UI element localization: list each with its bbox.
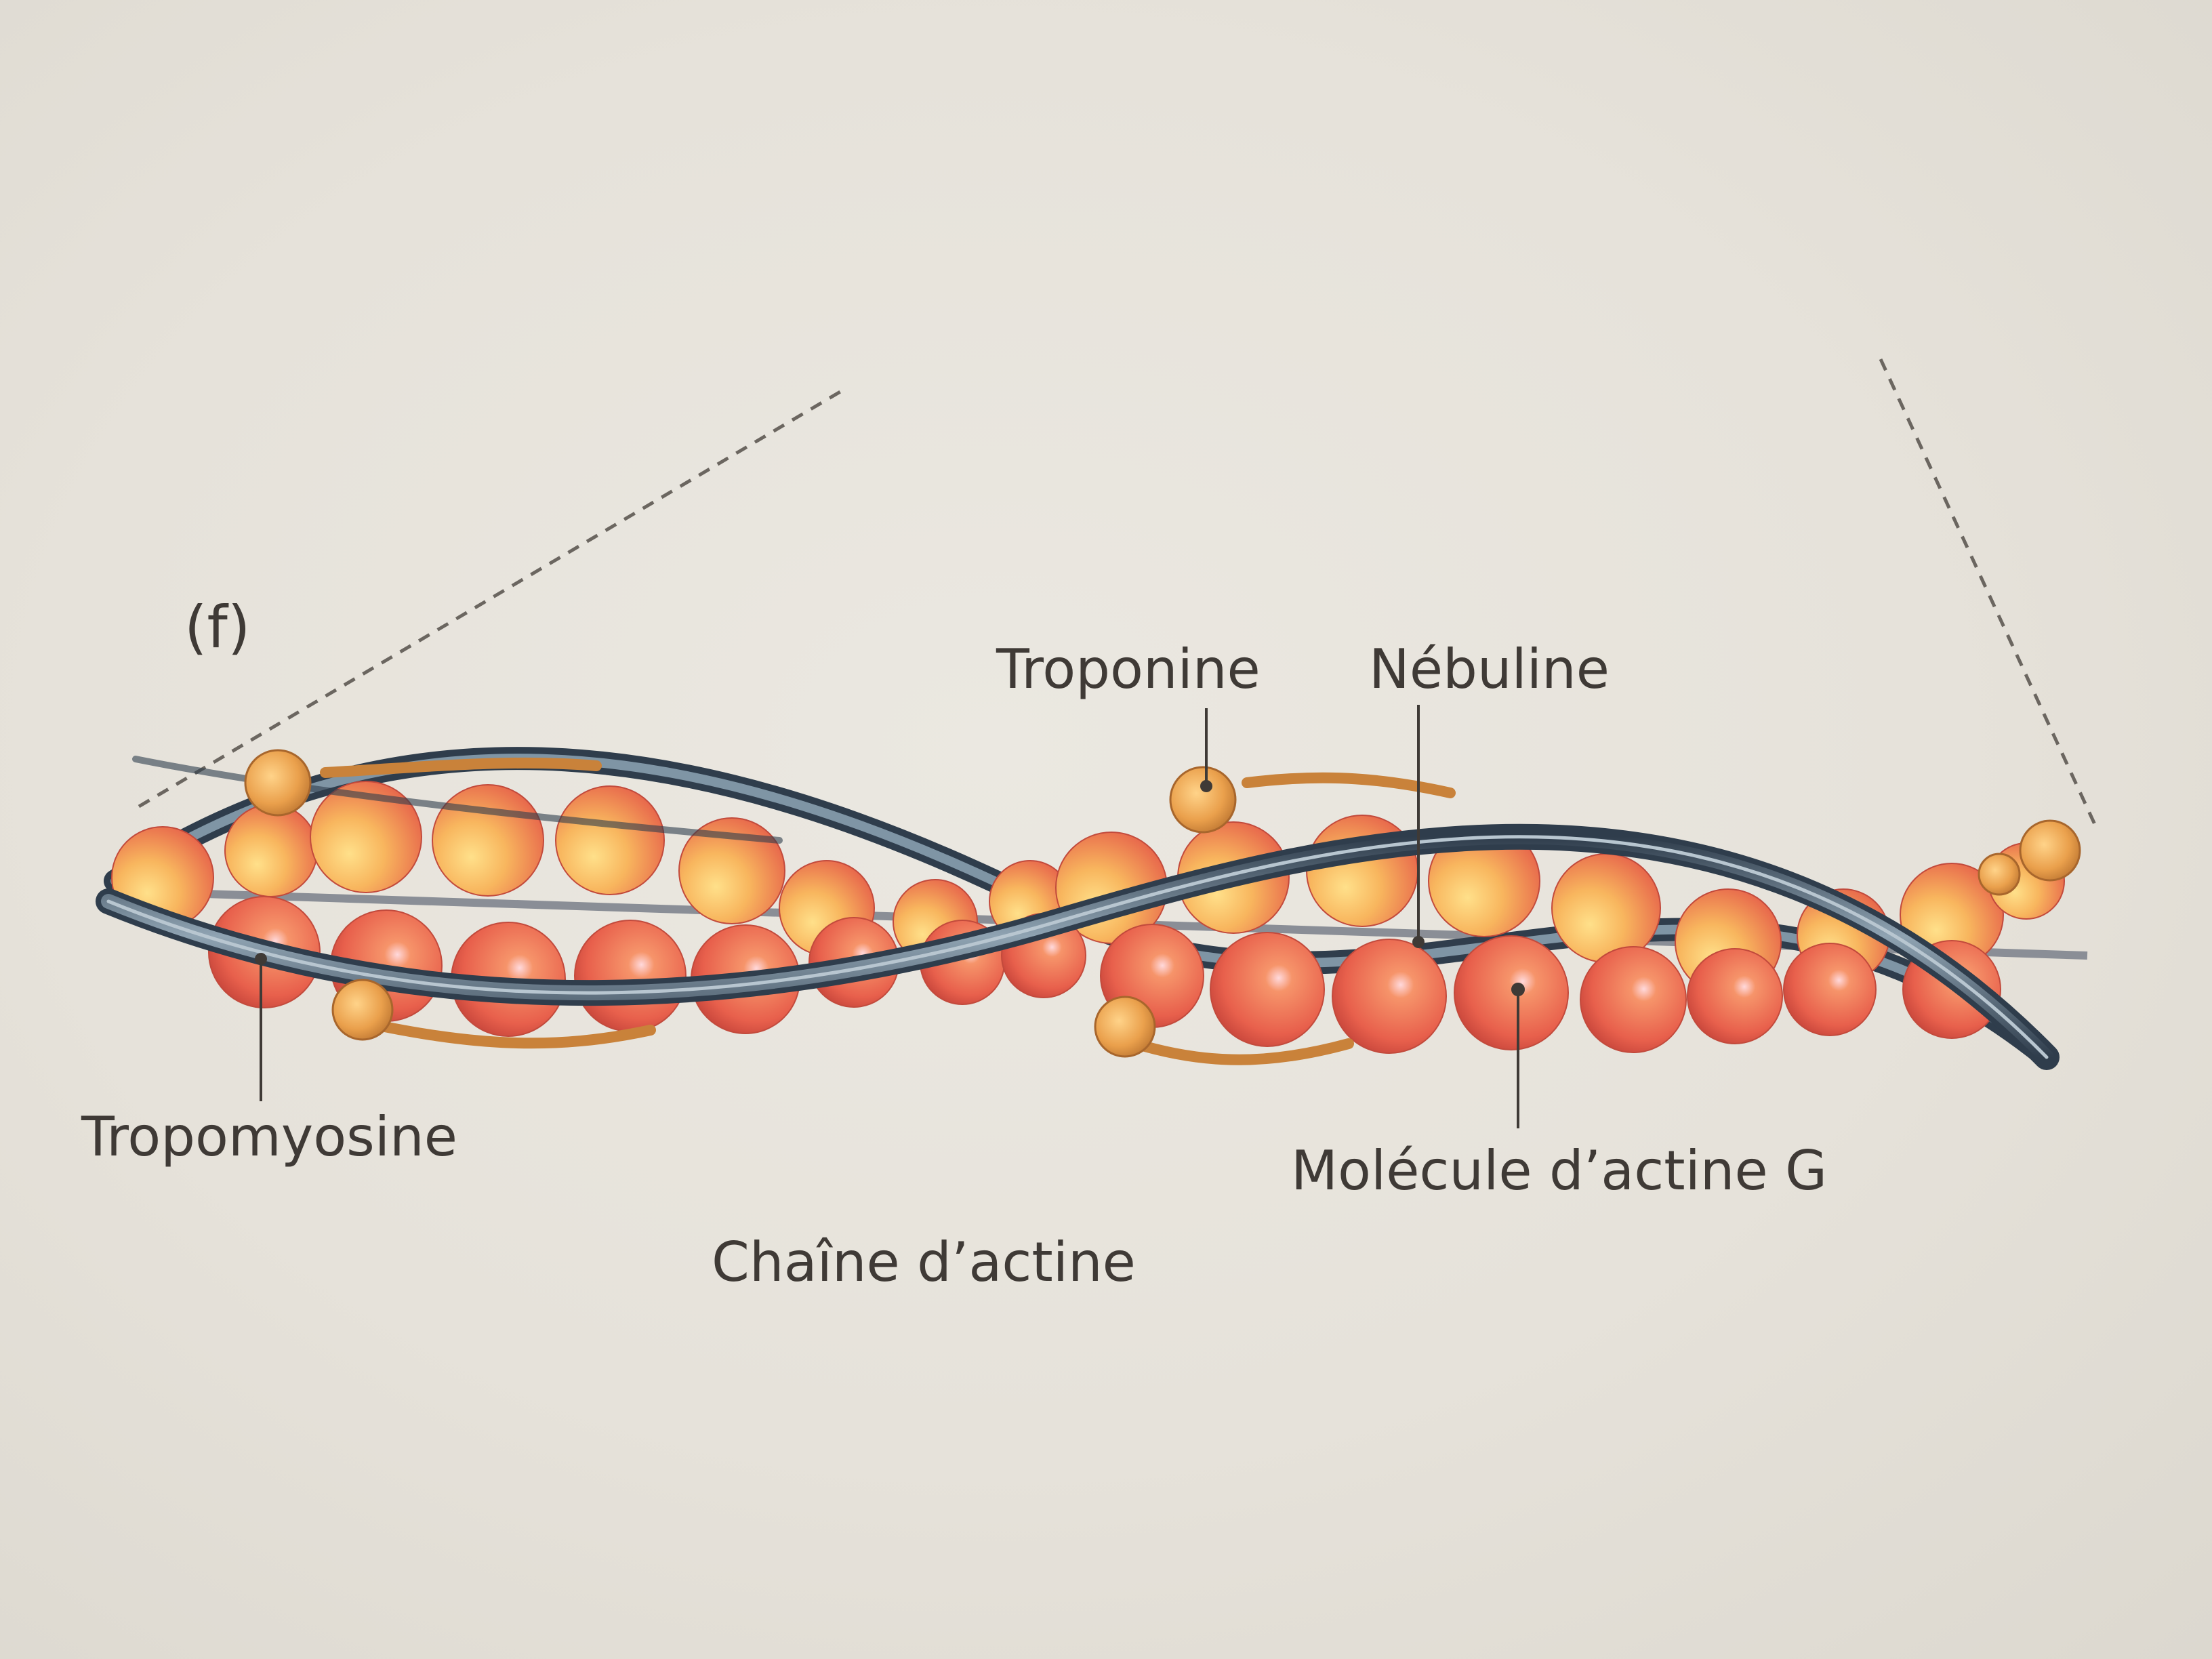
- tropomyosine-leader-dot: [255, 953, 267, 965]
- label-nebuline: Nébuline: [1369, 638, 1610, 701]
- troponin-3: [1169, 766, 1237, 834]
- tropomyosin-front: [96, 756, 2060, 1070]
- actin-g-sphere-upper-14: [1551, 853, 1661, 963]
- label-chaine-actine: Chaîne d’actine: [712, 1231, 1136, 1294]
- troponin-1: [244, 749, 312, 817]
- actin-g-sphere-lower-11: [1332, 939, 1447, 1054]
- panel-letter: (f): [184, 594, 250, 661]
- actin-g-sphere-lower-13: [1580, 946, 1687, 1053]
- troponin-complexes: [244, 749, 2081, 1058]
- actin-g-sphere-upper-3: [310, 781, 422, 893]
- actin-g-sphere-upper-5: [555, 785, 665, 895]
- label-troponine: Troponine: [996, 638, 1261, 701]
- zoom-guide-lines: [138, 358, 2100, 832]
- actin-g-sphere-lower-10: [1210, 932, 1325, 1047]
- actin-g-sphere-lower-15: [1783, 943, 1877, 1036]
- troponin-5: [2019, 819, 2081, 882]
- labels: (f) Troponine Nébuline Tropomyosine Molé…: [81, 594, 1827, 1294]
- actin-g-sphere-lower-4: [574, 920, 687, 1032]
- zoom-line-right: [1879, 358, 2100, 832]
- actine-g-leader-dot: [1511, 983, 1525, 996]
- actin-g-sphere-upper-4: [432, 784, 544, 897]
- troponin-2: [331, 979, 394, 1041]
- leader-lines: [255, 705, 1525, 1128]
- actin-g-sphere-lower-12: [1454, 935, 1569, 1050]
- actin-g-sphere-lower-14: [1687, 948, 1783, 1044]
- actin-g-sphere-upper-2: [224, 804, 318, 897]
- troponin-6: [1978, 853, 2021, 896]
- troponine-leader-dot: [1200, 780, 1212, 792]
- label-molecule-actine-g: Molécule d’actine G: [1291, 1139, 1827, 1202]
- troponin-4: [1094, 996, 1156, 1058]
- actin-g-sphere-upper-6: [678, 817, 785, 924]
- label-tropomyosine: Tropomyosine: [81, 1105, 457, 1168]
- nebuline-leader-dot: [1412, 936, 1425, 948]
- zoom-line-left: [138, 388, 845, 808]
